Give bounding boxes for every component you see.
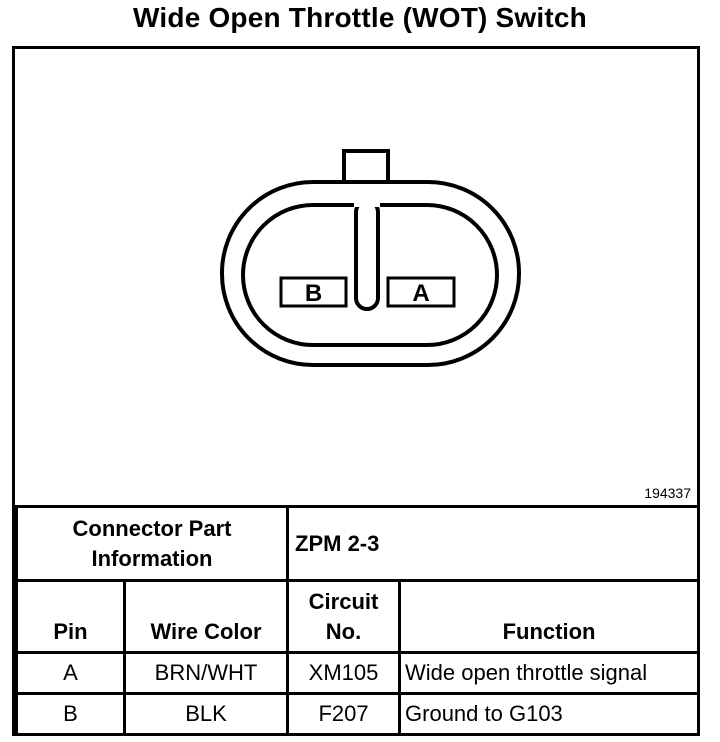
- connector-figure: B A 194337: [15, 49, 697, 505]
- row-a-wire-color: BRN/WHT: [122, 651, 290, 695]
- terminal-a-box: [386, 276, 456, 308]
- row-a-function: Wide open throttle signal: [398, 651, 701, 695]
- part-info-row: Connector Part Information ZPM 2-3: [14, 505, 701, 582]
- part-info-value: ZPM 2-3: [286, 505, 701, 582]
- row-b-wire-color: BLK: [122, 692, 290, 736]
- table-row: A BRN/WHT XM105 Wide open throttle signa…: [15, 651, 701, 695]
- part-info-label: Connector Part Information: [14, 505, 290, 582]
- header-circuit: Circuit No.: [286, 579, 402, 654]
- row-b-pin: B: [15, 692, 126, 736]
- terminal-b-box: [279, 276, 348, 308]
- table-header-row: Pin Wire Color Circuit No. Function: [15, 579, 701, 654]
- row-a-circuit: XM105: [286, 651, 402, 695]
- row-b-circuit: F207: [286, 692, 402, 736]
- terminal-a-label: A: [412, 280, 429, 307]
- figure-id: 194337: [644, 485, 691, 501]
- terminal-b-label: B: [305, 280, 322, 307]
- header-wire-color: Wire Color: [122, 579, 290, 654]
- connector-drawing: B A: [220, 149, 521, 367]
- header-pin: Pin: [15, 579, 126, 654]
- header-function: Function: [398, 579, 701, 654]
- diagram-frame: B A 194337 Connector Part Information ZP…: [12, 46, 701, 736]
- row-a-pin: A: [15, 651, 126, 695]
- row-b-function: Ground to G103: [398, 692, 701, 736]
- page-title: Wide Open Throttle (WOT) Switch: [133, 2, 587, 33]
- table-row: B BLK F207 Ground to G103: [15, 692, 701, 736]
- connector-table: Connector Part Information ZPM 2-3 Pin W…: [14, 505, 701, 736]
- connector-key-slot: [354, 199, 380, 311]
